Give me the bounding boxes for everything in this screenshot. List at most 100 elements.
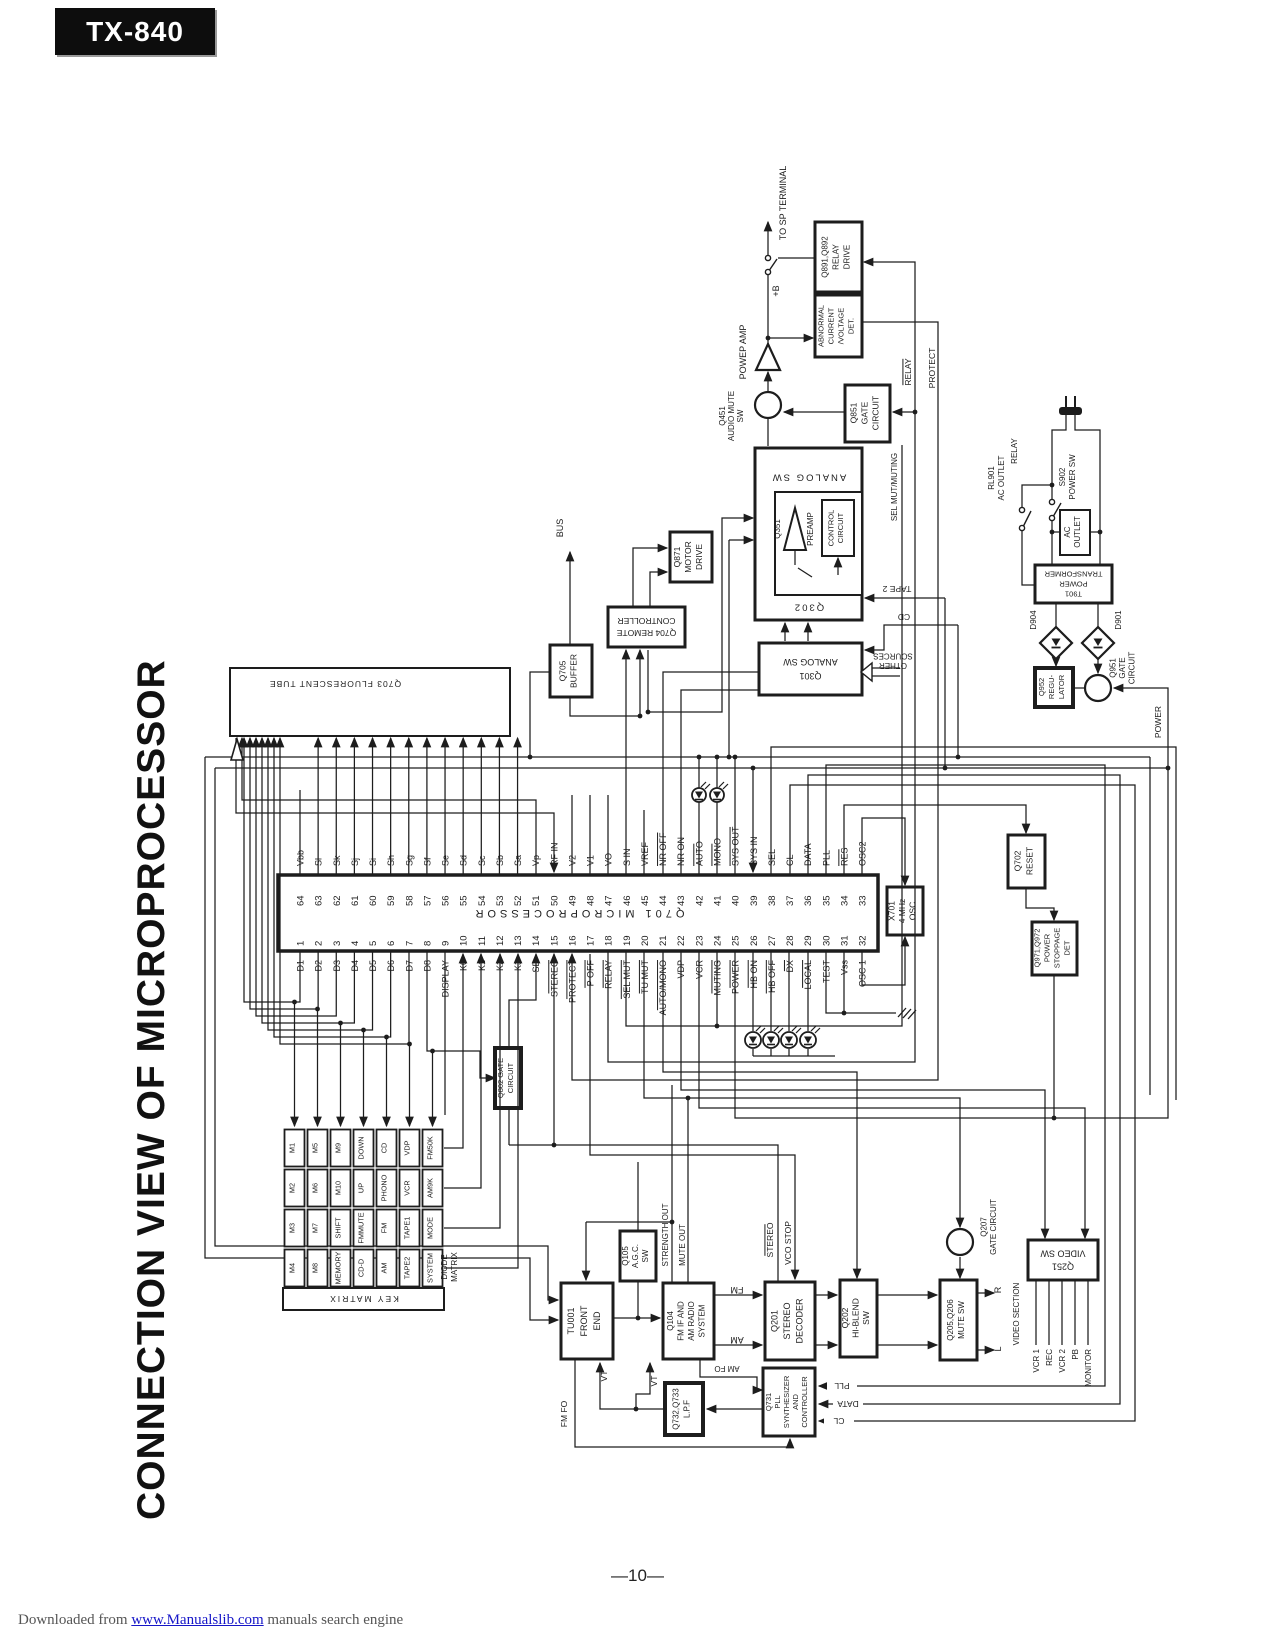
svg-text:34: 34 bbox=[839, 895, 850, 906]
key-matrix-cell: SYSTEM bbox=[421, 1248, 444, 1288]
svg-text:FM: FM bbox=[380, 1223, 389, 1234]
svg-text:Q731: Q731 bbox=[764, 1393, 773, 1411]
svg-text:/VOLTAGE: /VOLTAGE bbox=[837, 308, 846, 344]
svg-text:MODE: MODE bbox=[426, 1217, 435, 1239]
svg-text:CD: CD bbox=[898, 612, 910, 622]
svg-text:FMMUTE: FMMUTE bbox=[357, 1212, 366, 1243]
auto-led-icon bbox=[691, 781, 711, 803]
svg-text:20: 20 bbox=[640, 935, 651, 946]
svg-text:39: 39 bbox=[749, 895, 760, 906]
hb-off-led-icon bbox=[762, 1025, 784, 1049]
svg-text:SYNTHESIZER: SYNTHESIZER bbox=[782, 1375, 791, 1428]
svg-text:4: 4 bbox=[350, 941, 361, 946]
svg-text:Q207: Q207 bbox=[979, 1217, 988, 1237]
svg-text:44: 44 bbox=[658, 895, 669, 906]
svg-text:Q205,Q206: Q205,Q206 bbox=[946, 1299, 955, 1341]
svg-text:22: 22 bbox=[676, 935, 687, 946]
svg-text:FM: FM bbox=[731, 1285, 744, 1295]
svg-text:TAPE2: TAPE2 bbox=[403, 1257, 412, 1280]
svg-text:STRENGTH OUT: STRENGTH OUT bbox=[661, 1203, 670, 1266]
svg-text:POWER: POWER bbox=[1043, 933, 1052, 962]
q207-gate-circle bbox=[945, 1227, 975, 1257]
svg-text:PHONO: PHONO bbox=[380, 1174, 389, 1201]
other-sources-arrow-icon bbox=[859, 661, 900, 683]
svg-text:UP: UP bbox=[357, 1183, 366, 1193]
svg-text:HI-BLEND: HI-BLEND bbox=[851, 1298, 861, 1338]
key-matrix-cell: M8 bbox=[306, 1248, 329, 1288]
svg-text:POWEP AMP: POWEP AMP bbox=[738, 325, 748, 380]
svg-text:CIRCUIT: CIRCUIT bbox=[1128, 652, 1137, 685]
key-matrix-cell: FMMUTE bbox=[352, 1208, 375, 1248]
svg-text:1: 1 bbox=[296, 941, 307, 946]
svg-text:TU MUT: TU MUT bbox=[640, 960, 650, 994]
svg-text:Q351: Q351 bbox=[773, 519, 782, 539]
dx-led-icon bbox=[780, 1025, 802, 1049]
svg-text:HB OFF: HB OFF bbox=[767, 959, 777, 993]
svg-text:TAPE1: TAPE1 bbox=[403, 1217, 412, 1240]
svg-text:41: 41 bbox=[712, 895, 723, 906]
svg-text:CONTROL: CONTROL bbox=[826, 510, 835, 547]
svg-text:MATRIX: MATRIX bbox=[450, 1252, 459, 1282]
svg-text:18: 18 bbox=[604, 935, 615, 946]
svg-text:10: 10 bbox=[459, 935, 470, 946]
svg-text:Q732,Q733: Q732,Q733 bbox=[672, 1388, 681, 1430]
key-matrix-cell: CD bbox=[375, 1128, 398, 1168]
svg-text:14: 14 bbox=[531, 935, 542, 946]
svg-text:28: 28 bbox=[785, 935, 796, 946]
svg-text:MUTE SW: MUTE SW bbox=[957, 1301, 966, 1339]
svg-text:VCR: VCR bbox=[403, 1180, 412, 1195]
svg-text:TU001: TU001 bbox=[566, 1307, 576, 1334]
svg-text:+B: +B bbox=[771, 285, 781, 296]
svg-text:2: 2 bbox=[314, 941, 325, 946]
svg-text:7: 7 bbox=[404, 941, 415, 946]
key-matrix-cell: TAPE2 bbox=[398, 1248, 421, 1288]
svg-text:OSC: OSC bbox=[908, 902, 918, 920]
key-matrix-cell: MEMORY bbox=[329, 1248, 352, 1288]
svg-text:S IN: S IN bbox=[622, 848, 632, 866]
svg-text:CURRENT: CURRENT bbox=[827, 307, 836, 344]
key-matrix-cell: M4 bbox=[283, 1248, 306, 1288]
svg-text:SYSTEM: SYSTEM bbox=[426, 1253, 435, 1283]
local-led-icon bbox=[799, 1025, 821, 1049]
manualslib-link[interactable]: www.Manualslib.com bbox=[131, 1612, 264, 1628]
svg-text:6: 6 bbox=[386, 941, 397, 946]
key-matrix-cell: AM bbox=[375, 1248, 398, 1288]
svg-text:23: 23 bbox=[694, 935, 705, 946]
svg-text:VDP: VDP bbox=[403, 1140, 412, 1155]
svg-text:55: 55 bbox=[459, 895, 470, 906]
svg-text:Q701 MICROPROCESSOR: Q701 MICROPROCESSOR bbox=[472, 907, 685, 919]
key-matrix-cell: M10 bbox=[329, 1168, 352, 1208]
svg-text:CONTROLLER: CONTROLLER bbox=[800, 1376, 809, 1428]
svg-text:M7: M7 bbox=[311, 1223, 320, 1233]
svg-text:DRIVE: DRIVE bbox=[843, 245, 852, 269]
svg-text:REGU-: REGU- bbox=[1047, 674, 1056, 699]
svg-text:CONTROLLER: CONTROLLER bbox=[617, 616, 675, 626]
svg-text:37: 37 bbox=[785, 895, 796, 906]
svg-text:ABNORMAL: ABNORMAL bbox=[817, 305, 826, 347]
svg-text:RL901: RL901 bbox=[987, 466, 996, 490]
svg-text:SOURCES: SOURCES bbox=[873, 651, 913, 660]
svg-text:STEREO: STEREO bbox=[765, 1222, 775, 1257]
footer-prefix: Downloaded from bbox=[18, 1612, 132, 1628]
svg-text:SW: SW bbox=[736, 409, 745, 422]
svg-text:VCR 2: VCR 2 bbox=[1058, 1348, 1067, 1372]
svg-text:Q201: Q201 bbox=[770, 1310, 780, 1332]
svg-text:33: 33 bbox=[858, 895, 869, 906]
mono-led-icon bbox=[709, 781, 729, 803]
svg-text:S902: S902 bbox=[1058, 467, 1067, 486]
svg-text:53: 53 bbox=[495, 895, 506, 906]
svg-text:AM9K: AM9K bbox=[426, 1178, 435, 1198]
svg-text:L.P.F: L.P.F bbox=[683, 1400, 692, 1418]
svg-text:AUDIO MUTE: AUDIO MUTE bbox=[727, 391, 736, 441]
svg-text:DX: DX bbox=[785, 960, 795, 973]
svg-text:24: 24 bbox=[712, 935, 723, 946]
svg-text:12: 12 bbox=[495, 935, 506, 946]
